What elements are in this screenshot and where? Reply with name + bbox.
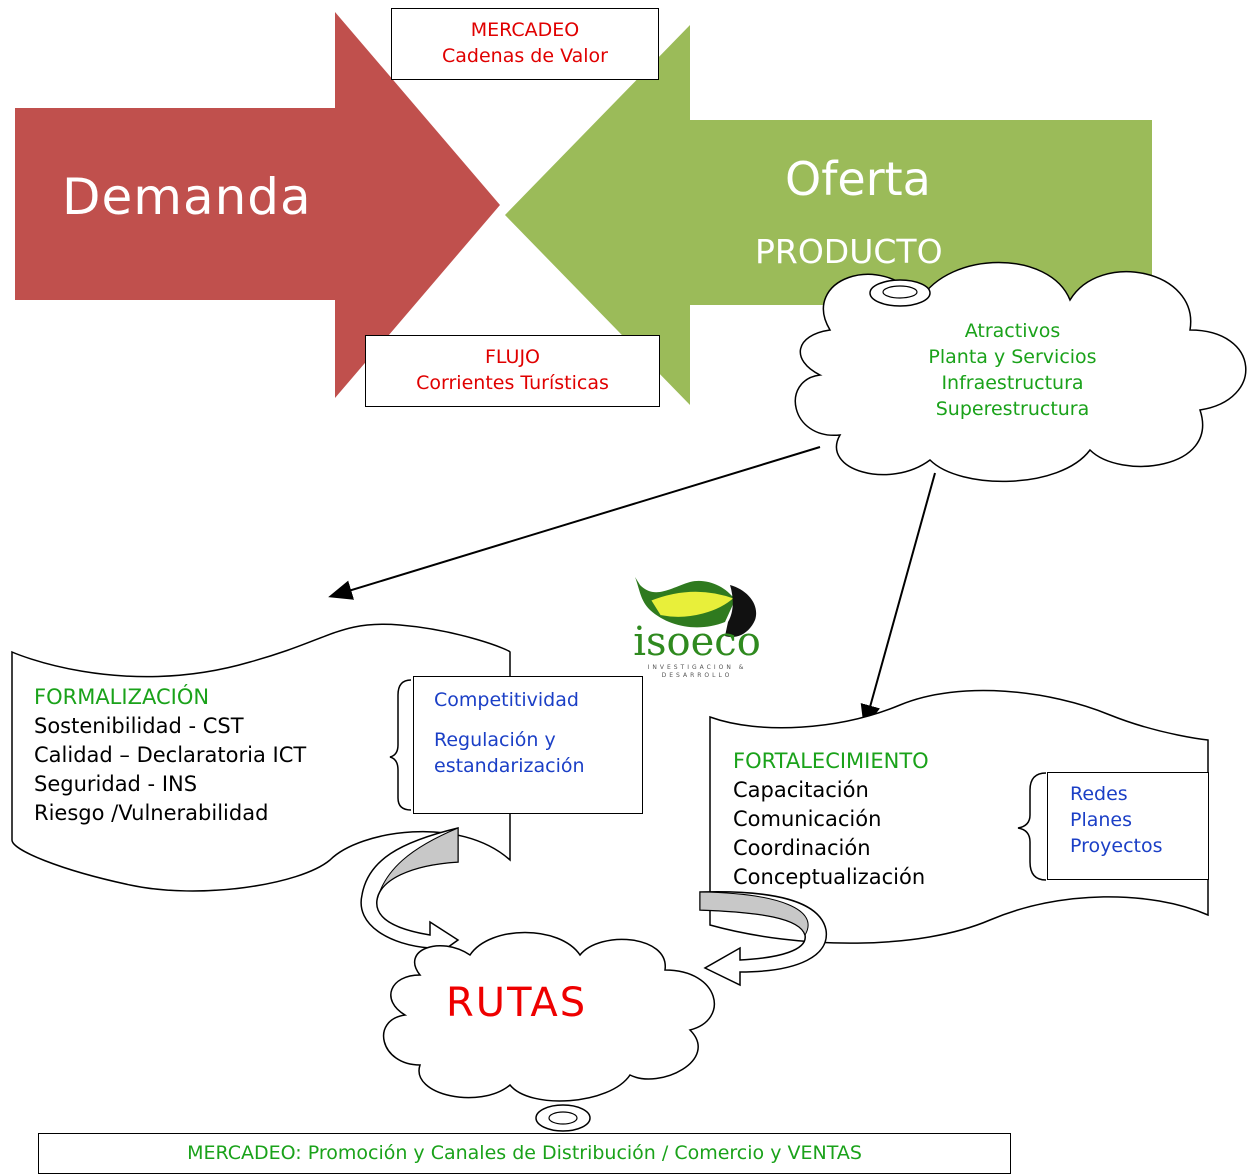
value-chain-box: MERCADEO Cadenas de Valor xyxy=(391,8,659,80)
routes-bubble-inner xyxy=(548,1111,578,1125)
strengthening-bracket xyxy=(1017,772,1047,881)
flow-box: FLUJO Corrientes Turísticas xyxy=(365,335,660,407)
supply-title: Oferta xyxy=(785,152,931,206)
value-chain-subtitle: Cadenas de Valor xyxy=(442,45,608,67)
flow-subtitle: Corrientes Turísticas xyxy=(416,372,609,394)
product-item-superstructure: Superestructura xyxy=(935,398,1090,420)
routes-cloud-shape xyxy=(382,931,715,1102)
formalization-item-quality: Calidad – Declaratoria ICT xyxy=(34,743,307,767)
product-item-infrastructure: Infraestructura xyxy=(941,372,1084,394)
cloud-bubble-inner xyxy=(882,285,918,299)
flow-title: FLUJO xyxy=(484,346,541,368)
supply-subtitle: PRODUCTO xyxy=(755,232,943,271)
product-item-plant-services: Planta y Servicios xyxy=(928,346,1097,368)
isoeco-wordmark: isoeco xyxy=(633,619,761,665)
isoeco-tagline-1: INVESTIGACION & xyxy=(647,664,747,671)
strengthening-item-communication: Comunicación xyxy=(733,807,882,831)
value-chain-title: MERCADEO xyxy=(470,19,580,41)
networks-item-redes: Redes xyxy=(1070,783,1128,805)
supply-arrow xyxy=(505,25,1152,405)
strengthening-heading: FORTALECIMIENTO xyxy=(733,749,929,773)
strengthening-list: FORTALECIMIENTO Capacitación Comunicació… xyxy=(733,747,929,892)
formalization-bracket xyxy=(389,679,412,811)
formalization-item-security: Seguridad - INS xyxy=(34,772,198,796)
isoeco-logo-mark xyxy=(635,577,757,638)
formalization-item-sustainability: Sostenibilidad - CST xyxy=(34,714,244,738)
arrow-to-strengthening xyxy=(860,472,936,729)
standardization-label: estandarización xyxy=(434,755,585,777)
networks-item-proyectos: Proyectos xyxy=(1070,835,1163,857)
product-cloud-shape xyxy=(794,261,1247,483)
formalization-heading: FORMALIZACIÓN xyxy=(34,685,210,709)
routes-label: RUTAS xyxy=(446,980,588,1026)
isoeco-logo: isoeco INVESTIGACION & DESARROLLO xyxy=(622,620,772,680)
demand-arrow xyxy=(15,12,500,398)
curved-arrow-right-shade xyxy=(699,891,809,937)
demand-label: Demanda xyxy=(62,168,312,226)
isoeco-tagline-2: DESARROLLO xyxy=(661,672,733,679)
formalization-scroll xyxy=(11,623,511,892)
competitiveness-box: Competitividad Regulación y estandarizac… xyxy=(413,676,643,814)
networks-box: Redes Planes Proyectos xyxy=(1047,772,1209,880)
product-item-attractions: Atractivos xyxy=(964,320,1061,342)
curved-arrow-left-shade xyxy=(376,827,459,901)
formalization-item-risk: Riesgo /Vulnerabilidad xyxy=(34,801,269,825)
arrow-to-formalization xyxy=(328,446,821,600)
strengthening-item-training: Capacitación xyxy=(733,778,869,802)
strengthening-item-conceptualization: Conceptualización xyxy=(733,865,926,889)
product-components-list: Atractivos Planta y Servicios Infraestru… xyxy=(880,318,1145,422)
competitiveness-label: Competitividad xyxy=(434,689,579,711)
regulation-label: Regulación y xyxy=(434,729,556,751)
strengthening-item-coordination: Coordinación xyxy=(733,836,871,860)
networks-item-planes: Planes xyxy=(1070,809,1133,831)
formalization-list: FORMALIZACIÓN Sostenibilidad - CST Calid… xyxy=(34,683,306,828)
marketing-label: MERCADEO: Promoción y Canales de Distrib… xyxy=(187,1142,862,1164)
marketing-box: MERCADEO: Promoción y Canales de Distrib… xyxy=(38,1133,1011,1174)
